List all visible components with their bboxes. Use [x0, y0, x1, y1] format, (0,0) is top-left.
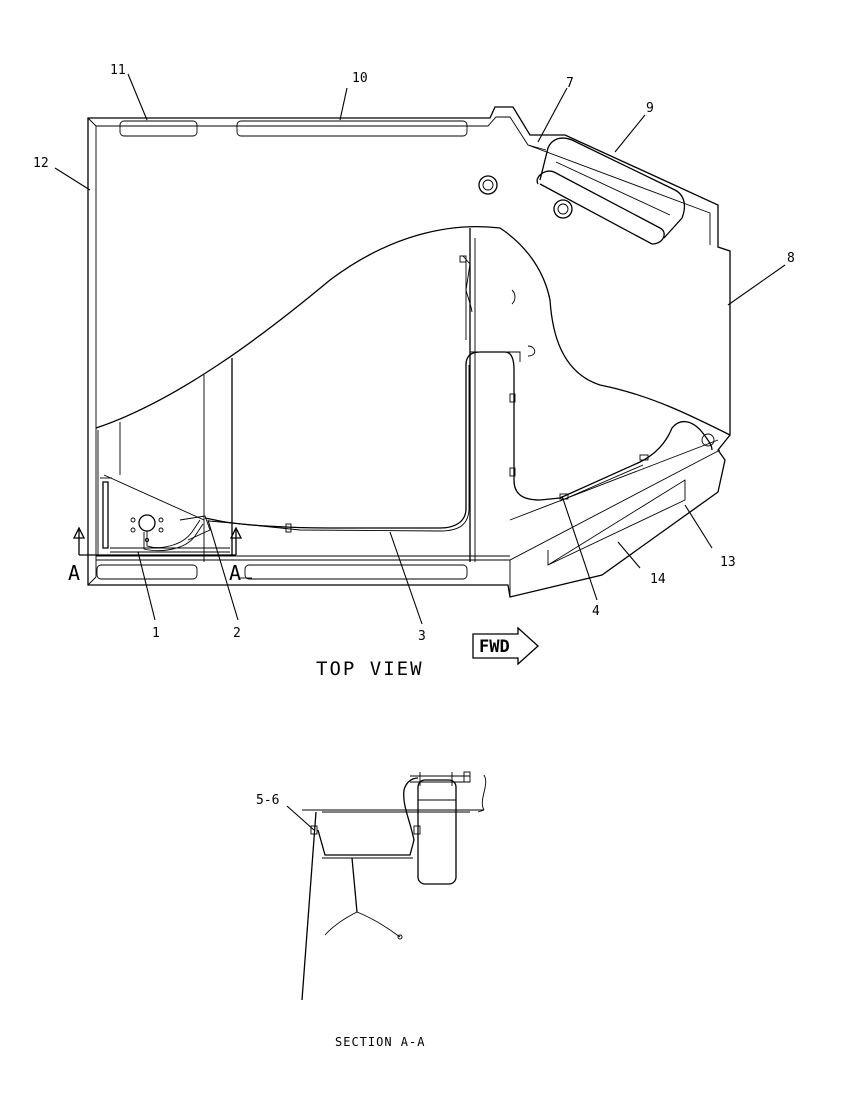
cab-outline	[87, 106, 731, 598]
callout-labels: 11 10 7 9 8 12 1 2 3 4 13 14	[33, 63, 795, 644]
callout-8: 8	[787, 251, 795, 266]
callout-7: 7	[566, 76, 574, 91]
speaker	[138, 514, 156, 532]
callout-3: 3	[418, 629, 426, 644]
section-harness	[317, 777, 419, 856]
fwd-label: FWD	[479, 637, 510, 657]
grab-handle	[539, 137, 686, 239]
bottom-recess-right	[244, 564, 468, 580]
roof-panel-cutaway	[95, 225, 731, 436]
callout-10: 10	[352, 71, 368, 86]
callout-5-6: 5-6	[256, 793, 279, 808]
top-view-title: TOP VIEW	[316, 658, 424, 680]
callout-1: 1	[152, 626, 160, 641]
top-recess-left	[119, 120, 198, 137]
section-wall	[301, 811, 317, 1001]
forward-direction-arrow: FWD	[472, 626, 539, 666]
knob-1	[478, 175, 498, 195]
bottom-recess-left	[96, 564, 198, 580]
section-marker-left: A	[68, 561, 80, 585]
top-view-drawing: A A 11 10 7 9 8 12 1 2 3	[33, 63, 795, 680]
knob-2	[553, 199, 573, 219]
top-recess-right	[236, 120, 468, 137]
callout-9: 9	[646, 101, 654, 116]
leader-lines	[54, 73, 786, 625]
callout-14: 14	[650, 572, 666, 587]
callout-11: 11	[110, 63, 126, 78]
section-a-a-drawing: 5-6 SECTION A-A	[256, 771, 487, 1049]
callout-12: 12	[33, 156, 49, 171]
section-marker-right: A	[229, 561, 241, 585]
section-bracket	[417, 779, 457, 885]
callout-4: 4	[592, 604, 600, 619]
wiring-harness	[204, 351, 713, 529]
callout-2: 2	[233, 626, 241, 641]
callout-13: 13	[720, 555, 736, 570]
section-title: SECTION A-A	[335, 1035, 425, 1049]
